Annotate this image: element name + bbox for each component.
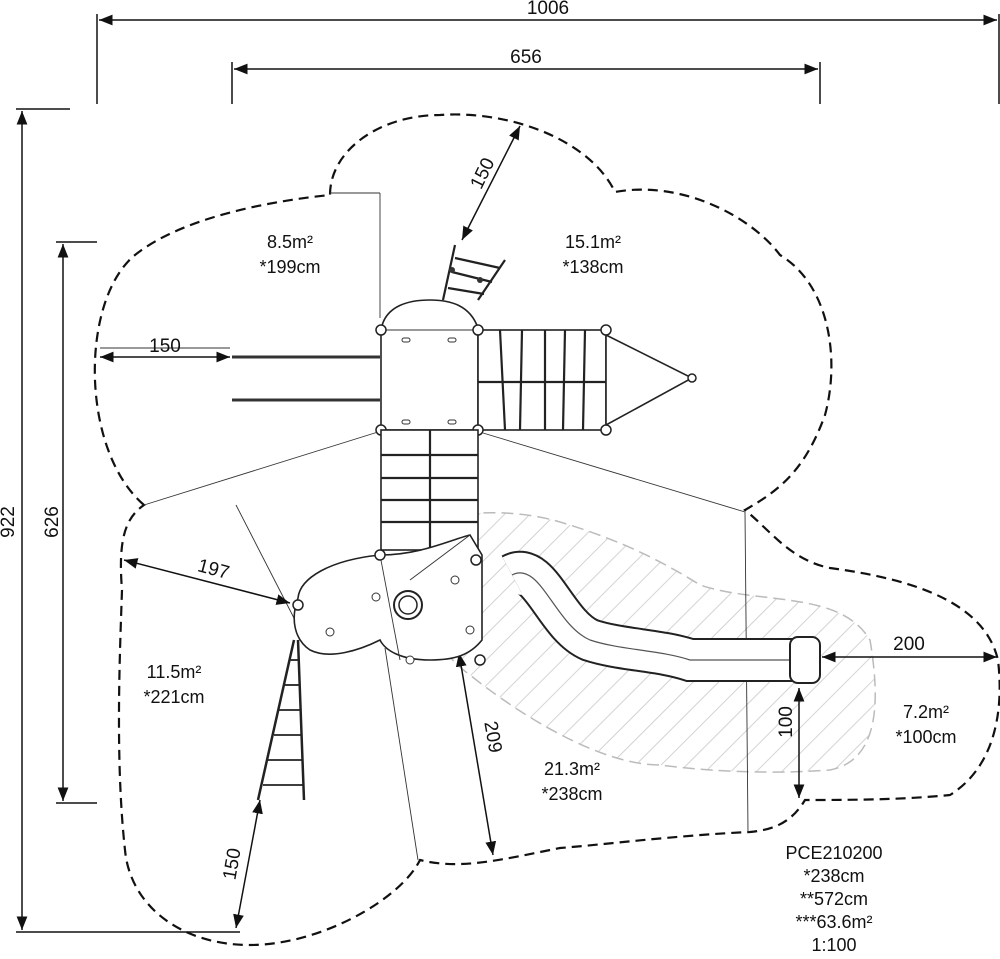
safety-zone-outline: [93, 113, 1000, 947]
dimension-inner-width: 656: [231, 47, 821, 104]
product-info: PCE210200 *238cm **572cm ***63.6m² 1:100: [785, 843, 882, 955]
inner-height-label: 626: [42, 506, 63, 538]
inner-width-label: 656: [510, 47, 542, 68]
product-free-fall-height: *238cm: [803, 866, 864, 886]
clearance-ladder-label: 150: [219, 847, 245, 882]
area-labels: 8.5m² *199cm 15.1m² *138cm 11.5m² *221cm…: [143, 232, 956, 804]
area-2-value: 15.1m²: [565, 232, 621, 252]
tube-slide: [501, 550, 821, 684]
clearance-left-label: 150: [149, 336, 181, 357]
area-4-height: *238cm: [541, 784, 602, 804]
dimension-total-width: 1006: [96, 0, 1000, 104]
dimension-total-height: 922: [0, 108, 240, 933]
dimension-inner-height: 626: [42, 241, 97, 804]
product-total-area: ***63.6m²: [795, 912, 872, 932]
clearance-slide-exit-label: 100: [776, 706, 797, 738]
area-1-height: *199cm: [259, 257, 320, 277]
area-3-value: 11.5m²: [147, 662, 202, 682]
play-equipment: [232, 244, 821, 801]
clearance-209-label: 209: [479, 720, 505, 755]
product-total-height: **572cm: [800, 889, 868, 909]
ladder: [256, 639, 306, 801]
area-4-value: 21.3m²: [544, 759, 600, 779]
area-2-height: *138cm: [562, 257, 623, 277]
area-5-value: 7.2m²: [903, 702, 949, 722]
product-code: PCE210200: [785, 843, 882, 863]
product-scale: 1:100: [811, 935, 856, 955]
clearance-top-label: 150: [467, 155, 500, 193]
total-width-label: 1006: [527, 0, 569, 19]
area-1-value: 8.5m²: [267, 232, 313, 252]
top-rope-ladder: [441, 244, 506, 301]
area-3-height: *221cm: [143, 687, 204, 707]
area-5-height: *100cm: [895, 727, 956, 747]
clearance-slide-end-label: 200: [893, 634, 925, 655]
total-height-label: 922: [0, 506, 19, 538]
